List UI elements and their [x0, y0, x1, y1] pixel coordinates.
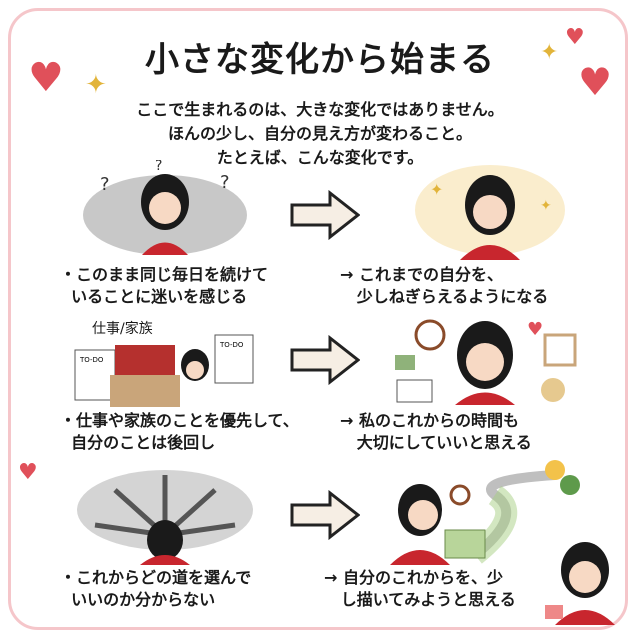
- heart-icon: ♥: [565, 25, 585, 50]
- page-title: 小さな変化から始まる: [145, 40, 495, 80]
- after-text-2: → 私のこれからの時間も 大切にしていいと思える: [340, 411, 532, 452]
- intro-line-1: ここで生まれるのは、大きな変化ではありません。: [136, 100, 504, 119]
- arrow-right-icon: [290, 335, 360, 385]
- arrow-right-icon: [290, 490, 360, 540]
- svg-text:?: ?: [155, 160, 162, 174]
- crossroads-woman-illustration: [77, 470, 253, 565]
- after-text-1: → これまでの自分を、 少しねぎらえるようになる: [340, 265, 549, 306]
- svg-text:✦: ✦: [430, 180, 443, 199]
- before-text-1: ・このまま同じ毎日を続けて いることに迷いを感じる: [60, 265, 269, 306]
- todo-label: TO-DO: [219, 341, 244, 349]
- planning-woman-map-illustration: [390, 460, 580, 565]
- svg-text:?: ?: [100, 174, 110, 195]
- svg-text:✦: ✦: [540, 198, 552, 214]
- hobbies-woman-illustration: ♥: [395, 319, 577, 405]
- heart-icon: ♥: [18, 460, 38, 485]
- heart-icon: ♥: [578, 60, 613, 104]
- before-text-3: ・これからどの道を選んで いいのか分からない: [60, 568, 252, 609]
- before-text-2: ・仕事や家族のことを優先して、 自分のことは後回し: [60, 411, 299, 452]
- intro-line-2: ほんの少し、自分の見え方が変わること。: [167, 124, 472, 143]
- svg-text:?: ?: [220, 172, 230, 193]
- work-family-label: 仕事/家族: [92, 321, 153, 337]
- avatar-woman-illustration: [545, 542, 615, 625]
- decorative-frame: [8, 8, 628, 630]
- busy-woman-with-boxes-illustration: TO-DO TO-DO: [74, 334, 254, 407]
- arrow-right-icon: [290, 190, 360, 240]
- svg-text:♥: ♥: [527, 319, 543, 340]
- relieved-woman-illustration: ✦✦: [415, 165, 565, 260]
- todo-label: TO-DO: [79, 356, 104, 364]
- heart-icon: ♥: [28, 55, 64, 101]
- confused-woman-illustration: ???: [83, 160, 247, 255]
- sparkle-icon: ✦: [540, 40, 559, 65]
- intro-line-3: たとえば、こんな変化です。: [216, 148, 424, 167]
- sparkle-icon: ✦: [85, 70, 107, 100]
- after-text-3: → 自分のこれからを、少 し描いてみようと思える: [324, 568, 516, 609]
